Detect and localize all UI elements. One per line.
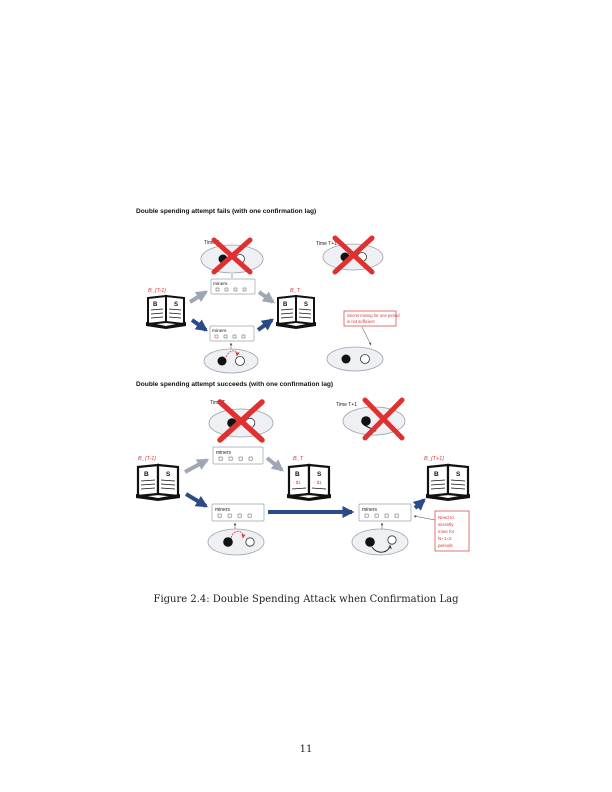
s2-arrow-book-to-miners-top xyxy=(184,458,210,474)
s1-arrow-miners-bottom-to-book xyxy=(256,318,274,332)
s2-book-mid: B_T B S - $1 - $1 xyxy=(287,456,331,501)
svg-text:B: B xyxy=(434,471,439,478)
svg-text:B: B xyxy=(295,471,300,478)
s2-arrow-book-to-miners-bottom xyxy=(184,492,209,508)
s1-secret-mining-arrow xyxy=(225,350,240,358)
s1-arrow-book-to-miners-top xyxy=(188,290,209,304)
s2-time-t1-node-group: Time T+1 xyxy=(336,397,406,441)
s1-arrow-miners-top-to-book xyxy=(257,290,275,304)
svg-text:miners: miners xyxy=(213,281,228,287)
svg-text:mine for: mine for xyxy=(438,529,455,534)
svg-text:S: S xyxy=(174,302,178,308)
svg-text:miners: miners xyxy=(212,328,227,334)
s1-secret-black-node xyxy=(217,356,227,366)
s1-time-t-node-group: Time T xyxy=(200,237,264,275)
svg-text:miners: miners xyxy=(215,507,231,513)
svg-text:is not sufficient: is not sufficient xyxy=(347,319,375,324)
svg-text:Time T+1: Time T+1 xyxy=(336,402,357,408)
s1-secret-node-group xyxy=(203,348,259,374)
s2-red-cross-left xyxy=(217,399,265,443)
s2-red-cross-right xyxy=(362,397,405,441)
s1-red-cross-right xyxy=(332,235,375,275)
s1-book-left: B_{T-1} B S xyxy=(146,288,186,329)
s2-arrow-miners-top-to-book xyxy=(265,456,284,472)
svg-text:S: S xyxy=(166,471,171,478)
figure-caption: Figure 2.4: Double Spending Attack when … xyxy=(153,594,459,605)
s1-time-t1-node-group: Time T+1 xyxy=(316,235,384,275)
s1-book-mid: B_T B S xyxy=(276,288,316,329)
s2-book-right: B_{T+1} B S xyxy=(424,456,470,501)
svg-text:B_{T-1}: B_{T-1} xyxy=(148,288,166,294)
svg-text:B_T: B_T xyxy=(293,456,304,462)
s2-time-t-node-group: Time T xyxy=(208,399,274,443)
svg-text:B_{T+1}: B_{T+1} xyxy=(424,456,444,462)
page-number: 11 xyxy=(299,744,313,755)
s1-time-t1-label: Time T+1 xyxy=(316,241,337,247)
section-title-succeeds: Double spending attempt succeeds (with o… xyxy=(136,381,334,388)
section-title-fails: Double spending attempt fails (with one … xyxy=(136,208,317,215)
svg-text:secretly: secretly xyxy=(438,522,454,527)
svg-text:S: S xyxy=(317,471,322,478)
s2-miners-box-bottom-right: miners xyxy=(358,503,412,532)
svg-text:miners: miners xyxy=(362,507,378,513)
s1-secret-white-node xyxy=(235,356,245,366)
s1-final-node-group xyxy=(326,346,384,372)
s1-miners-box-top: miners xyxy=(210,274,256,295)
s2-miners-box-top: miners xyxy=(212,446,264,465)
svg-text:B: B xyxy=(283,302,288,308)
svg-text:B: B xyxy=(153,302,158,308)
svg-text:- $1: - $1 xyxy=(314,480,322,485)
s2-miners-box-bottom-left: miners xyxy=(211,503,265,532)
svg-text:Secret mining for one period: Secret mining for one period xyxy=(347,313,400,318)
s2-book-left: B_{T-1} B S xyxy=(136,456,180,501)
s1-time-t-label: Time T xyxy=(204,240,219,246)
s1-arrow-book-to-miners-bottom xyxy=(190,318,208,332)
s2-secret-node-right xyxy=(351,528,409,556)
s1-callout: Secret mining for one period is not suff… xyxy=(343,310,400,346)
svg-text:Need to: Need to xyxy=(438,515,454,520)
svg-text:B_{T-1}: B_{T-1} xyxy=(138,456,156,462)
svg-text:S: S xyxy=(304,302,308,308)
svg-text:N+1=2: N+1=2 xyxy=(438,536,452,541)
svg-text:B: B xyxy=(144,471,149,478)
s2-arrow-miners-to-book-right xyxy=(412,498,426,511)
s2-callout: Need to secretly mine for N+1=2 periods xyxy=(413,510,470,552)
s1-miners-box-bottom: miners xyxy=(209,325,255,350)
s2-secret-node-left xyxy=(207,528,265,556)
svg-text:B_T: B_T xyxy=(290,288,301,294)
svg-text:periods: periods xyxy=(438,543,454,548)
s1-red-cross-left xyxy=(211,237,253,275)
svg-text:S: S xyxy=(456,471,461,478)
svg-text:- $1: - $1 xyxy=(293,480,301,485)
svg-text:miners: miners xyxy=(216,450,232,456)
